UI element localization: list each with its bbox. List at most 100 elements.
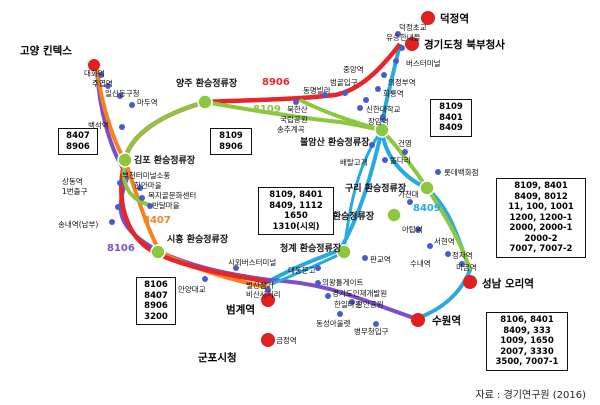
- hub-seongnam-marker: [386, 207, 402, 223]
- stop-label: 반달마을: [152, 201, 180, 210]
- stop-label: 송추계곡: [277, 124, 305, 134]
- route-box-line: 8106: [144, 280, 168, 290]
- route-box-line: 8106, 8401: [500, 315, 554, 325]
- stop-label: 덕정초교: [399, 22, 427, 32]
- hub-gimpo-marker: [117, 152, 133, 168]
- route-label-8106: 8106: [107, 243, 135, 254]
- route-box-line: 3500, 7007-1: [495, 357, 559, 367]
- stop-label: 안양대교: [178, 284, 206, 294]
- stop-label: 마두역: [137, 97, 158, 107]
- route-8109-north: [299, 98, 383, 132]
- route-box-line: 8109: [219, 131, 243, 141]
- stop-label: 건영: [398, 138, 412, 148]
- stop-label: 금정역: [276, 335, 297, 345]
- stop-label: 복지골문화센터: [148, 190, 196, 200]
- stop-label: 1번출구: [62, 186, 88, 196]
- route-box-line: 8401: [439, 112, 463, 123]
- terminal-suwon-marker: [411, 313, 425, 327]
- route-box-line: 3200: [144, 311, 168, 322]
- route-box-line: 1650: [284, 211, 308, 221]
- stop-label: 대화역: [84, 68, 105, 78]
- terminal-gyeonggi-north-label: 경기도청 북부청사: [424, 38, 505, 51]
- hub-guri-label: 구리 환승정류장: [345, 182, 407, 194]
- stop-label: 회룡역: [383, 88, 404, 98]
- stop-label: 동명빌라: [303, 85, 331, 95]
- terminal-gunpo-label: 군포시청: [198, 351, 237, 364]
- terminal-gyeonggi-north-marker: [405, 37, 419, 51]
- route-box-line: 11, 100, 1001: [508, 202, 574, 212]
- route-box-seongnam: 8109, 8401 8409, 8012 11, 100, 1001 1200…: [496, 178, 586, 258]
- stop-label: 서현역: [434, 236, 455, 246]
- route-box-line: 8906: [219, 141, 243, 152]
- stop-label: 중앙역: [343, 64, 364, 74]
- hub-yangju-marker: [197, 94, 213, 110]
- terminal-beomgye-marker: [261, 293, 275, 307]
- hub-guri-marker: [419, 180, 435, 196]
- stop-label: 부천터미널소풍: [122, 170, 170, 180]
- route-label-8407: 8407: [143, 215, 171, 226]
- stop-label: 버스터미널: [406, 58, 441, 68]
- terminal-deokjeong-label: 덕정역: [440, 12, 469, 25]
- stop-label: 시외버스터미널: [228, 257, 276, 267]
- stop-label: 신한대학교: [366, 104, 401, 114]
- stop-label: 의정부역: [388, 77, 416, 87]
- route-box-line: 8407: [66, 131, 90, 141]
- route-box-line: 1310(시외): [272, 221, 320, 232]
- terminal-deokjeong-marker: [421, 11, 435, 25]
- route-box-line: 7007, 7007-2: [509, 244, 573, 254]
- route-box-suwon: 8106, 8401 8409, 333 1009, 1650 2007, 33…: [486, 312, 568, 371]
- route-box-line: 1009, 1650: [500, 336, 554, 346]
- route-box-line: 8109: [439, 102, 463, 112]
- hub-gimpo-label: 김포 환승정류장: [134, 154, 196, 166]
- stop-label: 가천대: [398, 189, 419, 199]
- stop-label: 미금역: [456, 262, 477, 272]
- stop-label: 아탑역: [402, 224, 423, 234]
- route-box-line: 1200, 1200-1: [509, 212, 573, 223]
- stop-label: 판교역: [370, 254, 391, 264]
- route-label-8109: 8109: [253, 104, 281, 115]
- hub-cheonggye-label: 청계 환승정류장: [280, 242, 342, 254]
- terminal-markers: [88, 11, 477, 347]
- stop-label: 장안공원: [356, 299, 384, 309]
- stop-label: 동성아울렛: [316, 318, 351, 328]
- route-box-line: 8906: [144, 301, 168, 311]
- stop-label: 국립공원: [280, 115, 308, 124]
- stop-label: 돌다리: [390, 156, 411, 165]
- stop-label: 수내역: [410, 258, 431, 268]
- route-8407-line: [95, 69, 271, 290]
- route-box-line: 8407: [144, 290, 168, 301]
- stop-label: 대동문고: [288, 266, 316, 275]
- route-box-line: 8409, 333: [503, 325, 551, 336]
- stop-label: 한일타운: [334, 300, 362, 309]
- stop-label: 배탈고개: [340, 157, 368, 167]
- route-box-bulamsan: 8109 8401 8409: [430, 99, 472, 137]
- stop-label: 송내역(남부): [58, 219, 98, 229]
- stop-label: 한안마을: [134, 180, 162, 190]
- terminal-beomgye-label: 범계역: [226, 303, 255, 316]
- terminal-goyang-marker: [88, 59, 100, 71]
- stop-label: 북한산: [287, 104, 308, 114]
- hub-markers: [117, 94, 435, 260]
- stop-label: 주엽역: [92, 78, 113, 88]
- hub-yangju-label: 양주 환승정류장: [176, 77, 238, 89]
- route-box-yangju: 8109 8906: [210, 128, 252, 155]
- route-box-line: 8409, 1112: [269, 200, 323, 211]
- stop-label: 벌산삼거: [246, 280, 274, 290]
- stop-label: 병무청입구: [354, 327, 389, 336]
- stop-label: 비산사거리: [246, 289, 281, 299]
- stop-label: 범골입구: [330, 77, 358, 87]
- stop-label: 롯데백화점: [444, 167, 479, 177]
- hub-siheung-marker: [150, 244, 166, 260]
- stop-label: 경기도인재개발원: [332, 288, 387, 298]
- route-box-line: 8906: [66, 141, 90, 152]
- stop-label: 정자역: [452, 250, 473, 260]
- terminal-goyang-label: 고양 킨텍스: [20, 44, 72, 57]
- route-box-gimpo: 8407 8906: [58, 128, 98, 155]
- terminal-gunpo-marker: [261, 333, 275, 347]
- route-box-line: 2007, 3330: [500, 346, 554, 357]
- hub-siheung-label: 시흥 환승정류장: [167, 233, 229, 245]
- hub-cheonggye-marker: [336, 244, 352, 260]
- terminal-seongnam-label: 성남 오리역: [482, 277, 534, 290]
- stop-label: 상동역: [62, 176, 83, 186]
- route-box-line: 8409, 8012: [514, 191, 568, 202]
